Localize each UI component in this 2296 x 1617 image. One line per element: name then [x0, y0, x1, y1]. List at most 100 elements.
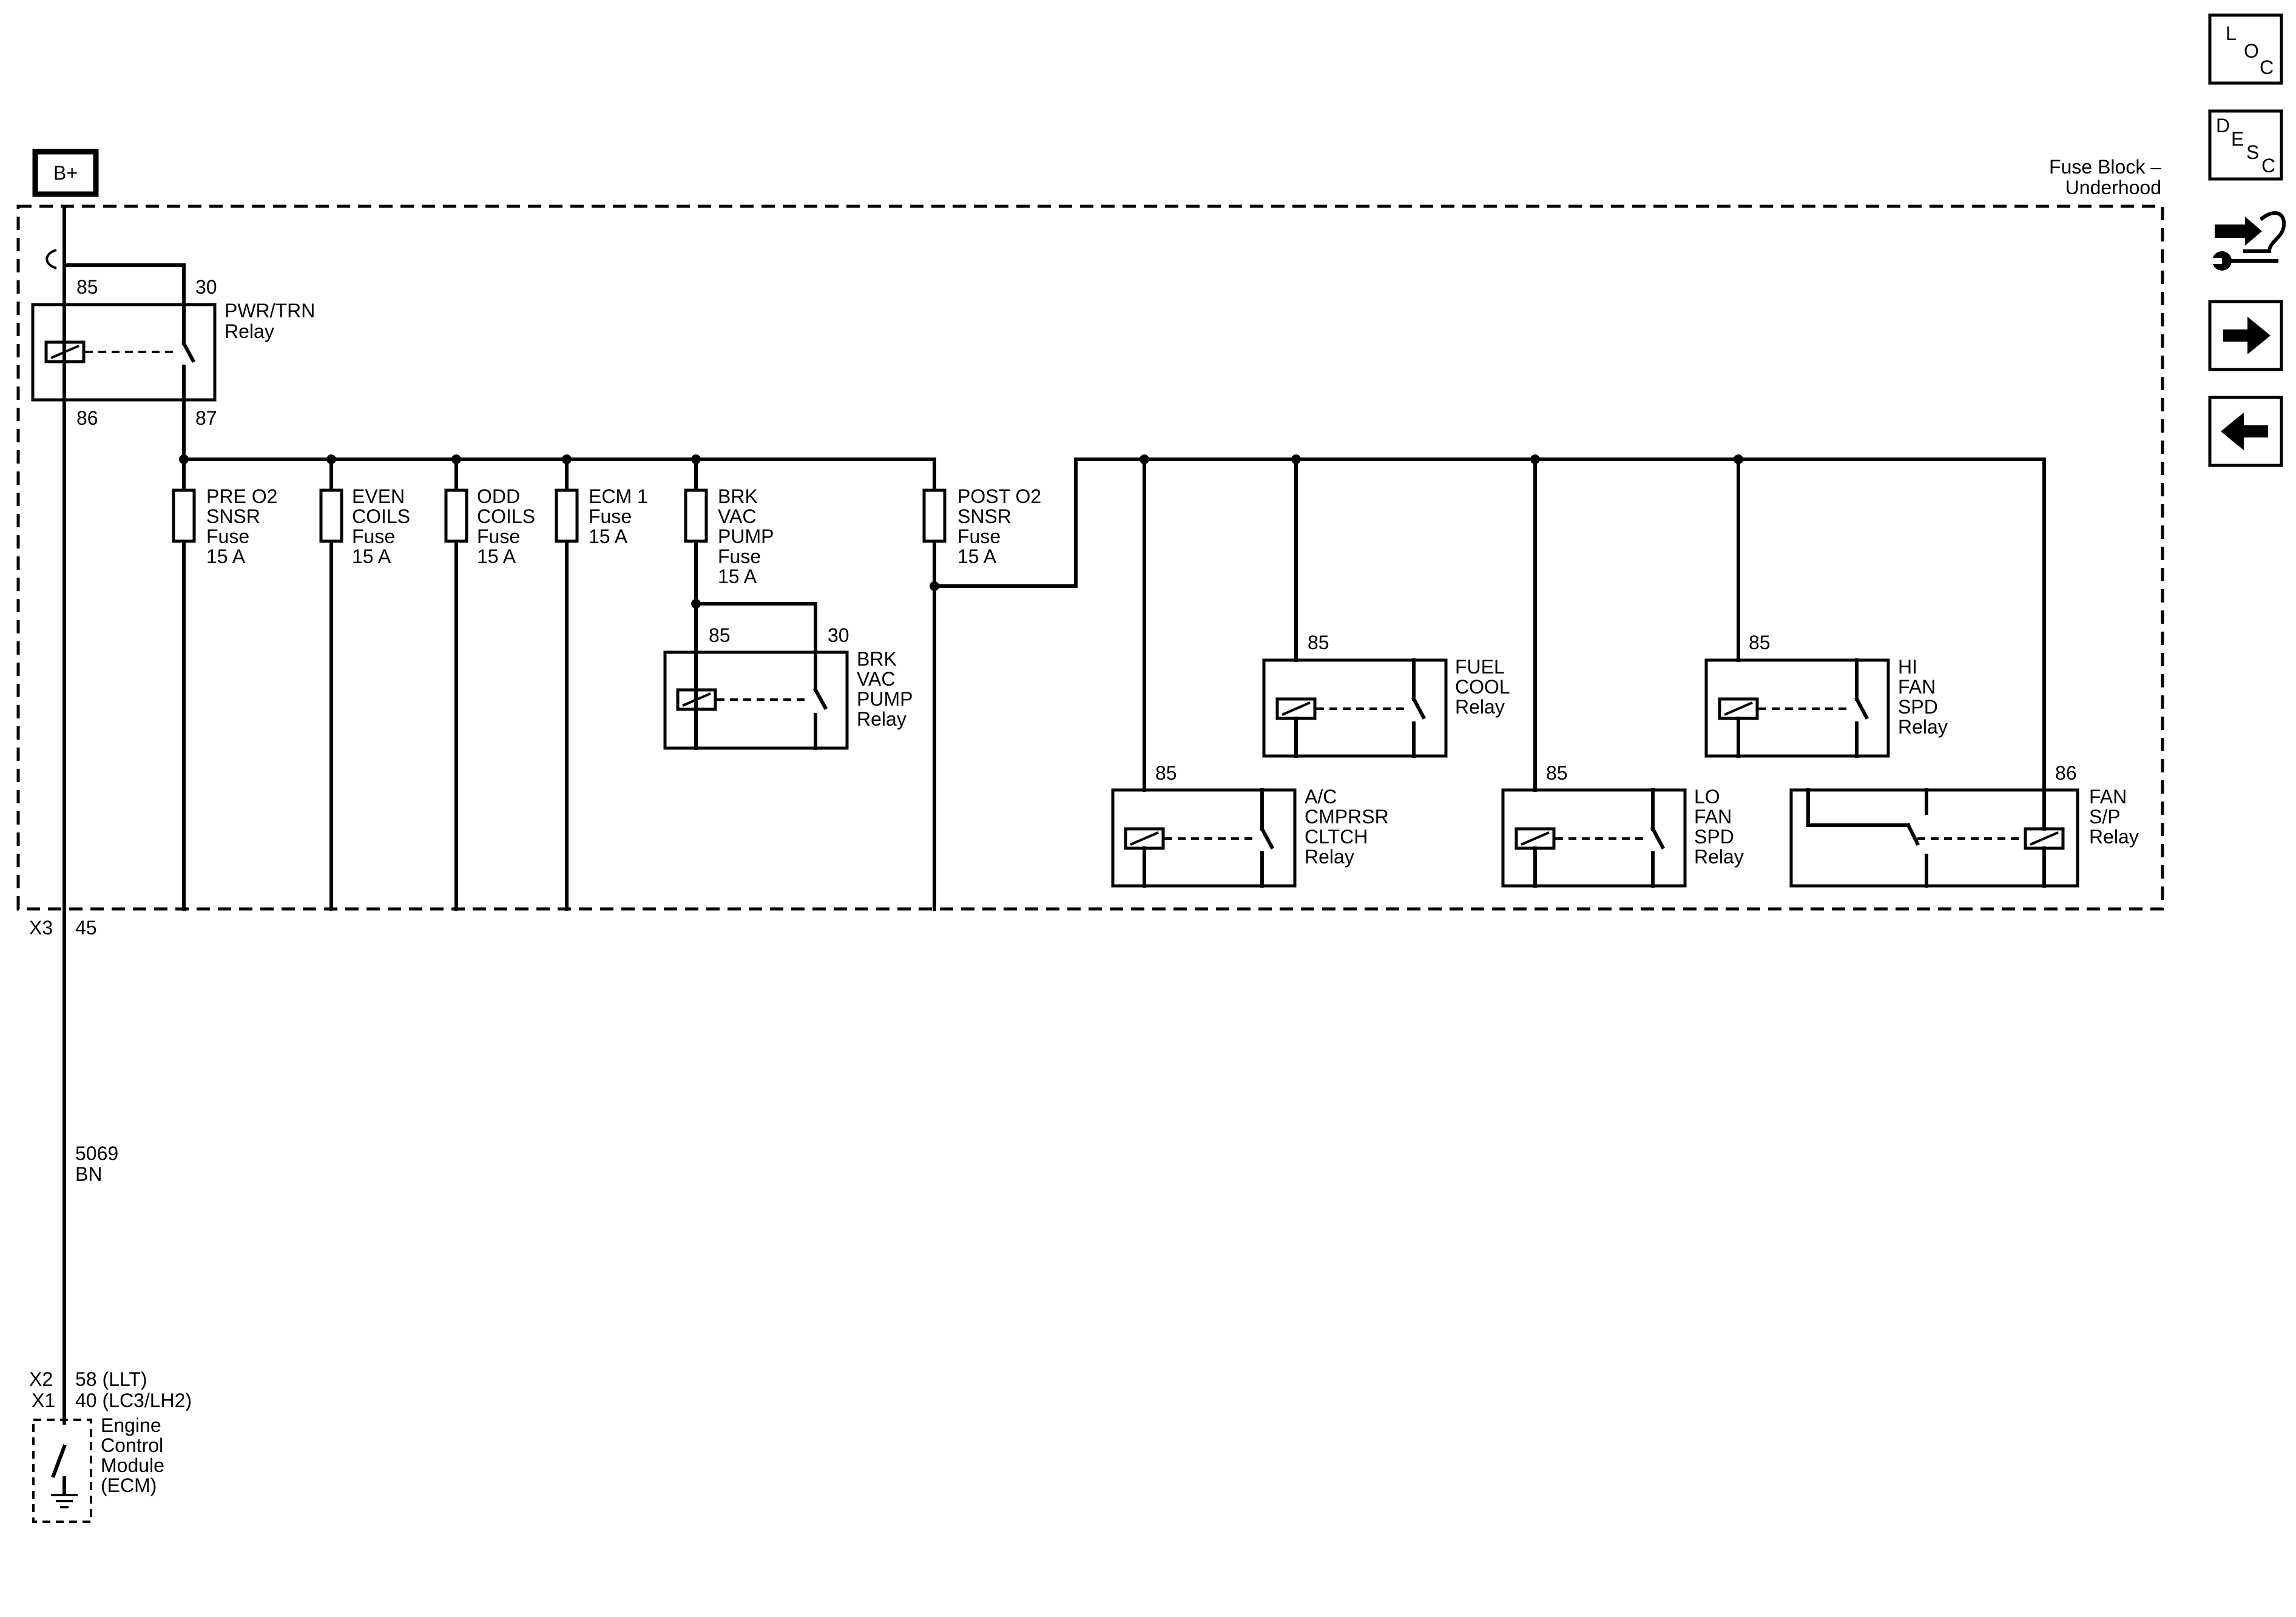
fuel-cool-label-2: COOL [1455, 676, 1510, 698]
brk-vac-relay-pin-30: 30 [828, 624, 849, 646]
post-o2-label-1: POST O2 [957, 485, 1041, 507]
pwr-trn-label-2: Relay [225, 320, 274, 342]
connector-x3-pin: 45 [75, 917, 97, 939]
pwr-trn-pin-85: 85 [76, 276, 98, 298]
svg-text:C: C [2260, 56, 2274, 78]
pwr-trn-pin-87: 87 [195, 407, 217, 429]
svg-text:E: E [2231, 128, 2244, 150]
pre-o2-label-3: Fuse [206, 525, 249, 547]
odd-coils-label-2: COILS [477, 505, 535, 527]
post-o2-snsr-fuse: POST O2 SNSR Fuse 15 A [922, 457, 1041, 911]
fuel-cool-pin-85: 85 [1308, 632, 1329, 653]
engine-control-module: X2 58 (LLT) X1 40 (LC3/LH2) Engine Contr… [29, 1368, 192, 1523]
even-coils-label-2: COILS [352, 505, 410, 527]
hi-fan-label-3: SPD [1898, 696, 1938, 718]
lo-fan-label-4: Relay [1694, 846, 1744, 868]
ac-relay-label-2: CMPRSR [1305, 806, 1389, 828]
hi-fan-label-2: FAN [1898, 676, 1936, 698]
ecm-switch [51, 1444, 67, 1478]
connector-x3-label: X3 [29, 917, 53, 939]
fan-sp-relay: 86 FAN S/P Relay [1789, 457, 2139, 888]
ecm-x2-label: X2 [29, 1368, 53, 1390]
ac-relay-label-4: Relay [1305, 846, 1354, 868]
ecm-x2-pin: 58 (LLT) [75, 1368, 147, 1390]
ecm-1-fuse: ECM 1 Fuse 15 A [555, 457, 648, 911]
brk-vac-pump-fuse: BRK VAC PUMP Fuse 15 A [684, 457, 774, 609]
post-o2-label-2: SNSR [957, 505, 1011, 527]
post-o2-output-bus [933, 457, 2046, 588]
wire-color: BN [75, 1163, 102, 1185]
brk-vac-relay-label-4: Relay [857, 708, 907, 730]
pwr-trn-relay-box [31, 303, 217, 402]
pwr-trn-pin-86: 86 [76, 407, 98, 429]
arrow-left-icon [2221, 413, 2268, 450]
pwr-trn-relay: 85 30 86 87 PWR/TRN Relay [31, 263, 315, 459]
circuit-number: 5069 [75, 1143, 118, 1164]
brk-vac-fuse-label-5: 15 A [718, 565, 757, 587]
svg-text:D: D [2216, 115, 2230, 137]
brk-vac-fuse-label-4: Fuse [718, 545, 761, 567]
pwr-trn-pin-30: 30 [195, 276, 217, 298]
arrow-right-icon [2223, 317, 2271, 354]
pre-o2-label-1: PRE O2 [206, 485, 277, 507]
brk-vac-relay-label-2: VAC [857, 668, 895, 690]
brk-vac-relay-label-1: BRK [857, 648, 897, 670]
ecm-x1-label: X1 [32, 1389, 55, 1411]
hi-fan-pin-85: 85 [1749, 632, 1771, 653]
fuel-cool-label-3: Relay [1455, 696, 1505, 718]
pre-o2-snsr-fuse: PRE O2 SNSR Fuse 15 A [172, 457, 277, 911]
pre-o2-label-2: SNSR [206, 505, 260, 527]
pre-o2-label-4: 15 A [206, 545, 246, 567]
brk-vac-relay-label-3: PUMP [857, 688, 913, 710]
hi-fan-spd-relay: 85 HI FAN SPD Relay [1704, 457, 1948, 758]
brk-vac-fuse-label-1: BRK [718, 485, 758, 507]
fan-sp-label-1: FAN [2089, 786, 2127, 808]
desc-button[interactable]: D E S C [2208, 109, 2283, 181]
brk-vac-fuse-label-3: PUMP [718, 525, 774, 547]
fuel-cool-label-1: FUEL [1455, 656, 1505, 678]
ecm-label-4: (ECM) [101, 1474, 157, 1496]
odd-coils-fuse: ODD COILS Fuse 15 A [444, 457, 535, 911]
next-page-button[interactable] [2208, 300, 2283, 371]
supply-label: B+ [53, 162, 78, 184]
lo-fan-label-2: FAN [1694, 806, 1732, 828]
pwr-trn-label-1: PWR/TRN [225, 300, 315, 322]
svg-text:L: L [2226, 22, 2237, 44]
pwr-trn-relay-switch [181, 340, 196, 363]
ecm1-label-1: ECM 1 [589, 485, 648, 507]
odd-coils-label-1: ODD [477, 485, 520, 507]
even-coils-label-1: EVEN [352, 485, 405, 507]
ecm-x1-pin: 40 (LC3/LH2) [75, 1389, 192, 1411]
even-coils-fuse: EVEN COILS Fuse 15 A [319, 457, 410, 911]
fan-sp-label-2: S/P [2089, 806, 2121, 828]
post-o2-label-3: Fuse [957, 525, 1001, 547]
lo-fan-spd-relay: 85 LO FAN SPD Relay [1501, 457, 1744, 888]
pwr-trn-relay-coil [44, 340, 86, 363]
connector-wrench-icon [2212, 211, 2286, 271]
lo-fan-label-3: SPD [1694, 826, 1734, 848]
connector-wrench-button[interactable] [2212, 211, 2286, 271]
ecm1-label-2: Fuse [589, 505, 632, 527]
ecm-label-2: Control [101, 1434, 163, 1456]
post-o2-label-4: 15 A [957, 545, 997, 567]
odd-coils-label-4: 15 A [477, 545, 516, 567]
fuse-block-label: Fuse Block – Underhood [2049, 156, 2161, 198]
loc-button[interactable]: L O C [2208, 13, 2283, 85]
ecm-label-1: Engine [101, 1414, 161, 1436]
ac-cmprsr-cltch-relay: 85 A/C CMPRSR CLTCH Relay [1111, 457, 1389, 888]
hi-fan-label-4: Relay [1898, 716, 1948, 738]
fuse-block-label-line1: Fuse Block – [2049, 156, 2161, 178]
ground-icon [51, 1494, 78, 1508]
previous-page-button[interactable] [2208, 396, 2283, 467]
fan-sp-label-3: Relay [2089, 826, 2139, 848]
battery-positive-box: B+ [32, 149, 99, 197]
lo-fan-pin-85: 85 [1546, 762, 1568, 784]
fuse-block-outline [16, 204, 2164, 911]
pwr-trn-feed-wire [62, 263, 186, 305]
ac-relay-pin-85: 85 [1155, 762, 1177, 784]
wire-crossover-icon [46, 249, 57, 269]
odd-coils-label-3: Fuse [477, 525, 520, 547]
fuel-cool-relay: 85 FUEL COOL Relay [1262, 457, 1510, 758]
ac-relay-label-1: A/C [1305, 786, 1337, 808]
